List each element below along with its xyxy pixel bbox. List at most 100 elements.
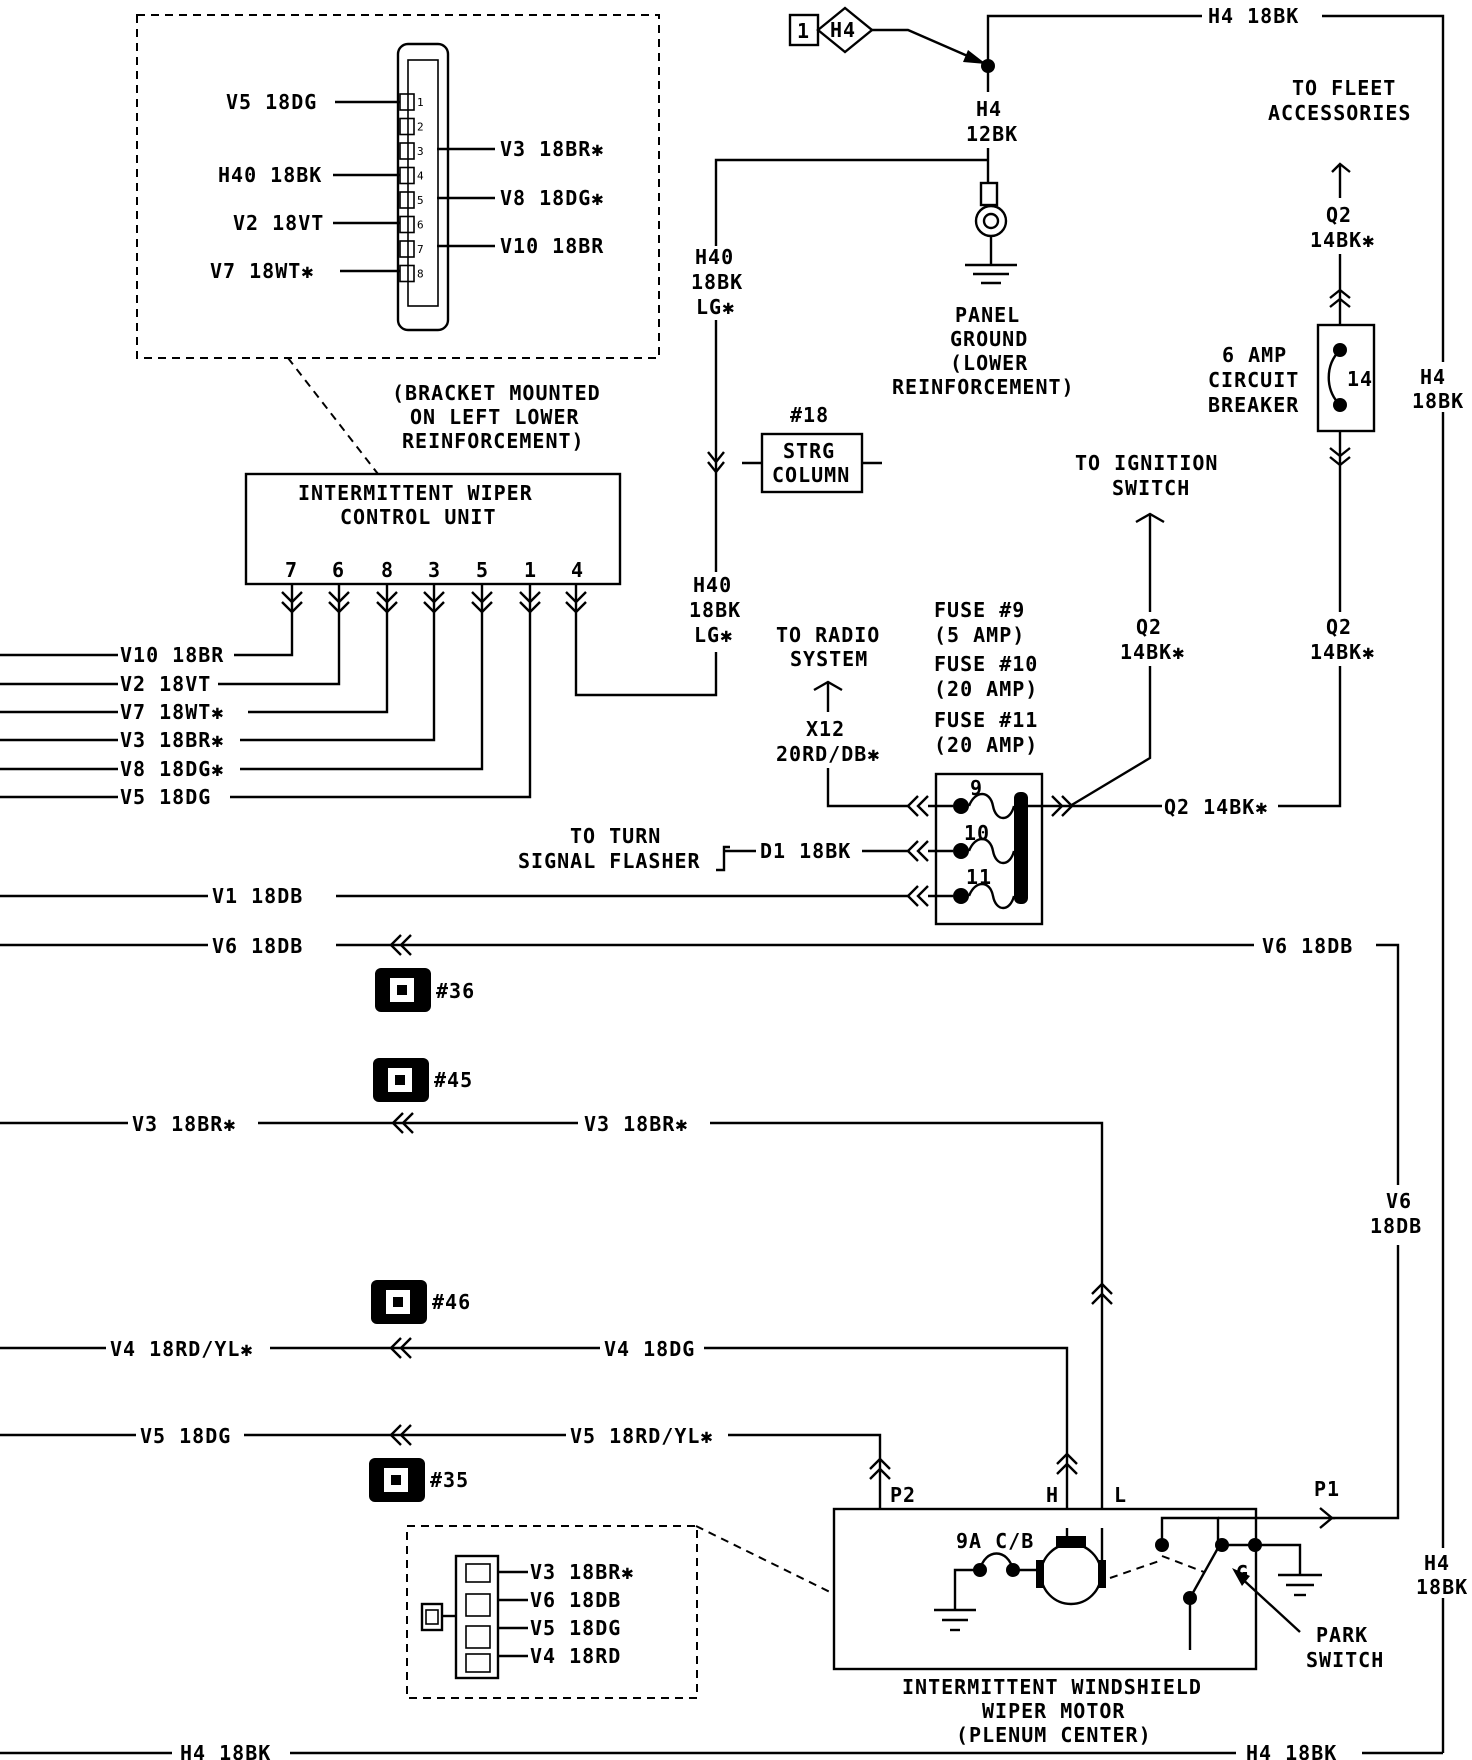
h4-bottom-vertical-2: 18BK (1416, 1575, 1468, 1599)
motor-conn-v4: V4 18RD (530, 1644, 621, 1668)
motor-breaker-label: 9A C/B (956, 1529, 1034, 1553)
radio-wire-2: 20RD/DB✱ (776, 742, 880, 766)
ignition-wire-1: Q2 (1136, 615, 1162, 639)
park-switch-1: PARK (1316, 1623, 1368, 1647)
q2-horizontal-label: Q2 14BK✱ (1164, 795, 1268, 819)
connector-45-ref: #45 (434, 1068, 473, 1092)
fuse-num-11: 11 (966, 865, 992, 889)
motor-pin-p1: P1 (1314, 1477, 1340, 1501)
control-unit: INTERMITTENT WIPER CONTROL UNIT 7 6 8 3 … (244, 472, 622, 586)
h40-lower-1: H40 (693, 573, 732, 597)
fuse-num-10: 10 (964, 821, 990, 845)
connector-pin-number: 6 (417, 219, 424, 232)
wire-v6-vertical-1: V6 (1386, 1189, 1412, 1213)
detail-wire-v2: V2 18VT (233, 211, 324, 235)
strg-column-ref: #18 (790, 403, 829, 427)
control-unit-pin-1: 1 (524, 558, 537, 582)
inline-connector-icon (423, 591, 445, 614)
park-switch-2: SWITCH (1306, 1648, 1384, 1672)
panel-ground-2: GROUND (950, 327, 1028, 351)
control-unit-title-2: CONTROL UNIT (340, 505, 497, 529)
connector-36-ref: #36 (436, 979, 475, 1003)
detail-leader-line (287, 357, 379, 475)
bracket-note-line-2: ON LEFT LOWER (410, 405, 580, 429)
wire-v6: V6 18DB V6 18DB V6 18DB (0, 934, 1422, 1520)
wire-v5-label: V5 18DG (120, 785, 211, 809)
circuit-breaker: TO FLEET ACCESSORIES Q2 14BK✱ 14 6 AMP C… (1208, 76, 1468, 808)
control-unit-pin-3: 3 (428, 558, 441, 582)
detail-wire-v5: V5 18DG (226, 90, 317, 114)
h4-bottom-left-label: H4 18BK (180, 1741, 271, 1760)
wire-v4-left-label: V4 18RD/YL✱ (110, 1337, 253, 1361)
h4-bottom-vertical-1: H4 (1424, 1551, 1450, 1575)
panel-ground-1: PANEL (955, 303, 1020, 327)
wire-v3: V3 18BR✱ V3 18BR✱ (0, 1112, 1113, 1528)
motor-pin-h: H (1046, 1483, 1059, 1507)
wire-v6-left-label: V6 18DB (212, 934, 303, 958)
breaker-label-1: 6 AMP (1222, 343, 1287, 367)
inline-connector-icon (519, 591, 541, 614)
motor-title-2: WIPER MOTOR (982, 1699, 1125, 1723)
control-unit-pin-4: 4 (571, 558, 584, 582)
q2-right-2: 14BK✱ (1310, 640, 1375, 664)
h40-lower-2: 18BK (689, 598, 741, 622)
motor-title-1: INTERMITTENT WINDSHIELD (902, 1675, 1202, 1699)
motor-leader-line (695, 1525, 835, 1595)
connector-pin-number: 8 (417, 268, 424, 281)
h40-upper-1: H40 (695, 245, 734, 269)
fuse-label-4: (20 AMP) (934, 677, 1038, 701)
connector-pin-number: 3 (417, 145, 424, 158)
ignition-label-1: TO IGNITION (1075, 451, 1218, 475)
radio-wire-1: X12 (806, 717, 845, 741)
connector-35-ref: #35 (430, 1468, 469, 1492)
connector-pin (399, 191, 415, 209)
h4-splice: 1 H4 H4 18BK H4 12BK PANEL GROUND (LOWER… (788, 4, 1445, 1753)
connector-pin (399, 142, 415, 160)
wire-v3-right-label: V3 18BR✱ (584, 1112, 688, 1136)
turn-label-1: TO TURN (570, 824, 661, 848)
connector-pin-number: 7 (417, 243, 424, 256)
wire-v1-label: V1 18DB (212, 884, 303, 908)
h40-upper-2: 18BK (691, 270, 743, 294)
h4-right-1: H4 (1420, 365, 1446, 389)
turn-signal-feed: TO TURN SIGNAL FLASHER D1 18BK (518, 824, 908, 873)
connector-35-icon (369, 1458, 425, 1502)
bracket-note-line-1: (BRACKET MOUNTED (392, 381, 601, 405)
fleet-label-1: TO FLEET (1292, 76, 1396, 100)
wire-v10-label: V10 18BR (120, 643, 224, 667)
fuse-label-2: (5 AMP) (934, 623, 1025, 647)
control-unit-pin-6: 6 (332, 558, 345, 582)
splice-circuit: H4 (830, 18, 856, 42)
turn-label-2: SIGNAL FLASHER (518, 849, 701, 873)
ignition-feed: TO IGNITION SWITCH Q2 14BK✱ (1069, 451, 1218, 808)
detail-wire-v10: V10 18BR (500, 234, 604, 258)
fuse-label-5: FUSE #11 (934, 708, 1038, 732)
breaker-num: 14 (1347, 367, 1373, 391)
fuse-num-9: 9 (970, 776, 983, 800)
wire-v2-label: V2 18VT (120, 672, 211, 696)
detail-wire-v7: V7 18WT✱ (210, 259, 314, 283)
fuse-label-6: (20 AMP) (934, 733, 1038, 757)
fuse-label-3: FUSE #10 (934, 652, 1038, 676)
radio-feed: TO RADIO SYSTEM X12 20RD/DB✱ (776, 623, 908, 808)
connector-pin-number: 2 (417, 121, 424, 134)
connector-pin-number: 5 (417, 194, 424, 207)
bracket-note: (BRACKET MOUNTED ON LEFT LOWER REINFORCE… (392, 381, 601, 453)
splice-ref: 1 (797, 19, 810, 43)
wire-v6-vertical-2: 18DB (1370, 1214, 1422, 1238)
connector-46-icon (371, 1280, 427, 1324)
motor-pin-l: L (1114, 1483, 1127, 1507)
wire-v1: V1 18DB (0, 884, 908, 908)
wire-h4-bottom: H4 18BK H4 18BK H4 18BK (0, 1548, 1470, 1760)
connector-45-icon (373, 1058, 429, 1102)
motor-conn-v6: V6 18DB (530, 1588, 621, 1612)
control-unit-pin-5: 5 (476, 558, 489, 582)
strg-column-label-2: COLUMN (772, 463, 850, 487)
control-unit-title-1: INTERMITTENT WIPER (298, 481, 533, 505)
wire-v4: V4 18RD/YL✱ V4 18DG (0, 1337, 1078, 1528)
connector-pin (399, 240, 415, 258)
motor-pin-p2: P2 (890, 1483, 916, 1507)
motor-connector-detail: V3 18BR✱ V6 18DB V5 18DG V4 18RD (406, 1525, 698, 1699)
